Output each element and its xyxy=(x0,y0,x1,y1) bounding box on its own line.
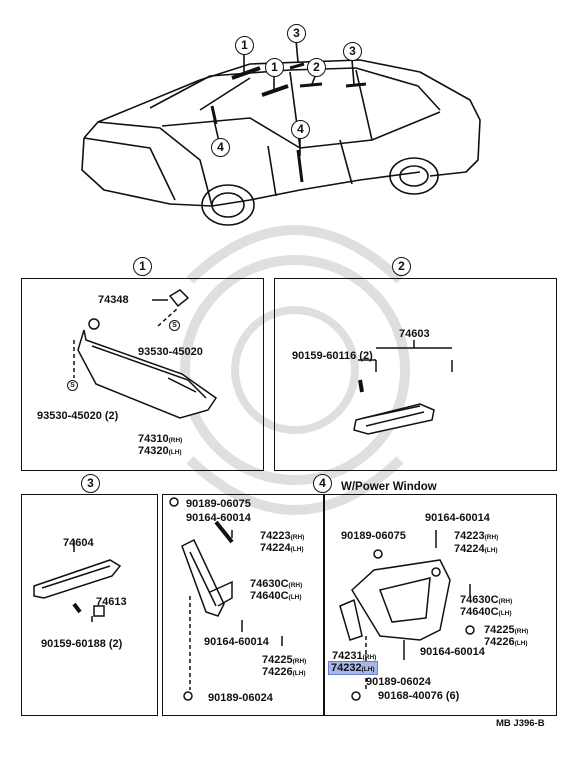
section-4-callout: 4 xyxy=(313,474,332,493)
part-74630c-num: 74630C xyxy=(250,578,289,590)
part-90189-06024-b: 90189-06024 xyxy=(366,676,431,688)
car-marker: 1 xyxy=(235,36,254,55)
diagram-code: MB J396-B xyxy=(496,718,545,729)
part-90189-06075-b: 90189-06075 xyxy=(341,530,406,542)
part-74231-side: (RH) xyxy=(362,654,377,661)
section-2-callout: 2 xyxy=(392,257,411,276)
part-74640c-b: 74640C(LH) xyxy=(460,606,512,620)
part-90189-06075: 90189-06075 xyxy=(186,498,251,510)
part-74603: 74603 xyxy=(399,328,430,340)
part-93530-45020: 93530-45020 xyxy=(138,346,203,358)
part-74224-b-num: 74224 xyxy=(454,543,485,555)
part-90164-60014-c: 90164-60014 xyxy=(425,512,490,524)
part-74630c-b-side: (RH) xyxy=(498,598,513,605)
s-mark-icon: S xyxy=(169,320,180,331)
part-74630c-b: 74630C(RH) xyxy=(460,594,512,608)
part-74640c-b-side: (LH) xyxy=(498,610,512,617)
part-74225-b-num: 74225 xyxy=(484,624,515,636)
part-74310: 74310(RH) xyxy=(138,433,182,447)
part-74226-num: 74226 xyxy=(262,666,293,678)
part-74630c-side: (RH) xyxy=(288,582,303,589)
part-74223-b-num: 74223 xyxy=(454,530,485,542)
part-74320: 74320(LH) xyxy=(138,445,182,459)
part-74223-side: (RH) xyxy=(290,534,305,541)
part-90189-06024: 90189-06024 xyxy=(208,692,273,704)
car-marker: 4 xyxy=(291,120,310,139)
part-74348: 74348 xyxy=(98,294,129,306)
panel-door-trim-manual xyxy=(162,494,325,716)
part-74224-b-side: (LH) xyxy=(484,547,498,554)
part-74231-num: 74231 xyxy=(332,650,363,662)
part-90164-60014-d: 90164-60014 xyxy=(420,646,485,658)
part-74225-b: 74225(RH) xyxy=(484,624,528,638)
part-90168-40076: 90168-40076 (6) xyxy=(378,690,460,702)
panel-door-trim-power-window xyxy=(323,494,557,716)
part-74310-side: (RH) xyxy=(168,437,183,444)
part-74226-side: (LH) xyxy=(292,670,306,677)
part-74225: 74225(RH) xyxy=(262,654,306,668)
part-90164-60014: 90164-60014 xyxy=(186,512,251,524)
part-74630c-b-num: 74630C xyxy=(460,594,499,606)
part-74226-b-num: 74226 xyxy=(484,636,515,648)
part-74226-b: 74226(LH) xyxy=(484,636,528,650)
part-74232-side: (LH) xyxy=(361,666,375,673)
section-4-note: W/Power Window xyxy=(341,481,437,493)
part-74225-b-side: (RH) xyxy=(514,628,529,635)
part-74226-b-side: (LH) xyxy=(514,640,528,647)
part-74630c: 74630C(RH) xyxy=(250,578,302,592)
part-90164-60014-b: 90164-60014 xyxy=(204,636,269,648)
part-74225-side: (RH) xyxy=(292,658,307,665)
car-marker: 3 xyxy=(343,42,362,61)
part-74613: 74613 xyxy=(96,596,127,608)
part-74232-num: 74232 xyxy=(331,662,362,674)
watermark-crest xyxy=(180,225,410,515)
part-74223-b: 74223(RH) xyxy=(454,530,498,544)
part-90159-60188: 90159-60188 (2) xyxy=(41,638,123,650)
part-74226: 74226(LH) xyxy=(262,666,306,680)
car-marker: 3 xyxy=(287,24,306,43)
part-74223-b-side: (RH) xyxy=(484,534,499,541)
section-1-callout: 1 xyxy=(133,257,152,276)
panel-assist-grip-rear xyxy=(21,494,158,716)
part-74310-num: 74310 xyxy=(138,433,169,445)
s-mark-icon: S xyxy=(67,380,78,391)
part-74640c: 74640C(LH) xyxy=(250,590,302,604)
part-90159-60116: 90159-60116 (2) xyxy=(292,350,373,362)
part-74224-side: (LH) xyxy=(290,546,304,553)
car-marker: 1 xyxy=(265,58,284,77)
part-74640c-b-num: 74640C xyxy=(460,606,499,618)
part-74232-highlighted[interactable]: 74232(LH) xyxy=(328,661,378,676)
panel-assist-grip-front xyxy=(274,278,557,471)
part-74231: 74231(RH) xyxy=(332,650,376,664)
part-74225-num: 74225 xyxy=(262,654,293,666)
part-74223-num: 74223 xyxy=(260,530,291,542)
part-74224-b: 74224(LH) xyxy=(454,543,498,557)
part-74640c-side: (LH) xyxy=(288,594,302,601)
part-74320-num: 74320 xyxy=(138,445,169,457)
part-74640c-num: 74640C xyxy=(250,590,289,602)
part-74604: 74604 xyxy=(63,537,94,549)
part-74224: 74224(LH) xyxy=(260,542,304,556)
part-74224-num: 74224 xyxy=(260,542,291,554)
section-3-callout: 3 xyxy=(81,474,100,493)
panel-sun-visor xyxy=(21,278,264,471)
part-74320-side: (LH) xyxy=(168,449,182,456)
car-marker: 4 xyxy=(211,138,230,157)
part-93530-45020-2: 93530-45020 (2) xyxy=(37,410,119,422)
part-74223: 74223(RH) xyxy=(260,530,304,544)
car-marker: 2 xyxy=(307,58,326,77)
